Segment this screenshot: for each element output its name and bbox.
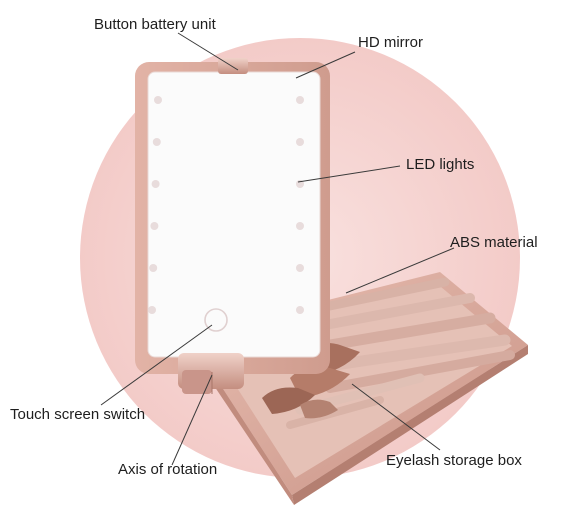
- led-dot: [151, 180, 160, 188]
- label-led-lights: LED lights: [406, 156, 475, 173]
- led-dot: [296, 96, 304, 104]
- led-dot: [154, 96, 162, 104]
- led-dot: [296, 222, 304, 230]
- leader-led: [297, 165, 401, 183]
- leader-lines: [100, 32, 455, 466]
- brushes: [286, 277, 515, 429]
- led-dot: [152, 138, 161, 146]
- label-eyelash-storage-box: Eyelash storage box: [386, 452, 522, 469]
- label-hd-mirror: HD mirror: [358, 34, 423, 51]
- leader-storage: [351, 383, 441, 451]
- hinge: [178, 353, 244, 394]
- leader-touch: [100, 324, 213, 406]
- leader-axis: [171, 374, 213, 466]
- mirror-lid: [135, 62, 330, 374]
- leader-hd-mirror: [295, 51, 356, 79]
- led-dot: [150, 222, 159, 230]
- led-dot: [148, 306, 156, 314]
- label-touch-screen-switch: Touch screen switch: [10, 406, 146, 423]
- touch-switch-ring: [204, 308, 228, 332]
- led-dot: [296, 138, 304, 146]
- led-dot: [296, 264, 304, 272]
- label-axis-of-rotation: Axis of rotation: [118, 461, 218, 478]
- leader-abs: [345, 247, 455, 294]
- leader-battery: [177, 32, 239, 71]
- led-lights: [148, 96, 304, 314]
- label-abs-material: ABS material: [450, 234, 538, 251]
- label-button-battery-unit: Button battery unit: [94, 16, 216, 33]
- led-dot: [149, 264, 158, 272]
- led-dot: [296, 306, 304, 314]
